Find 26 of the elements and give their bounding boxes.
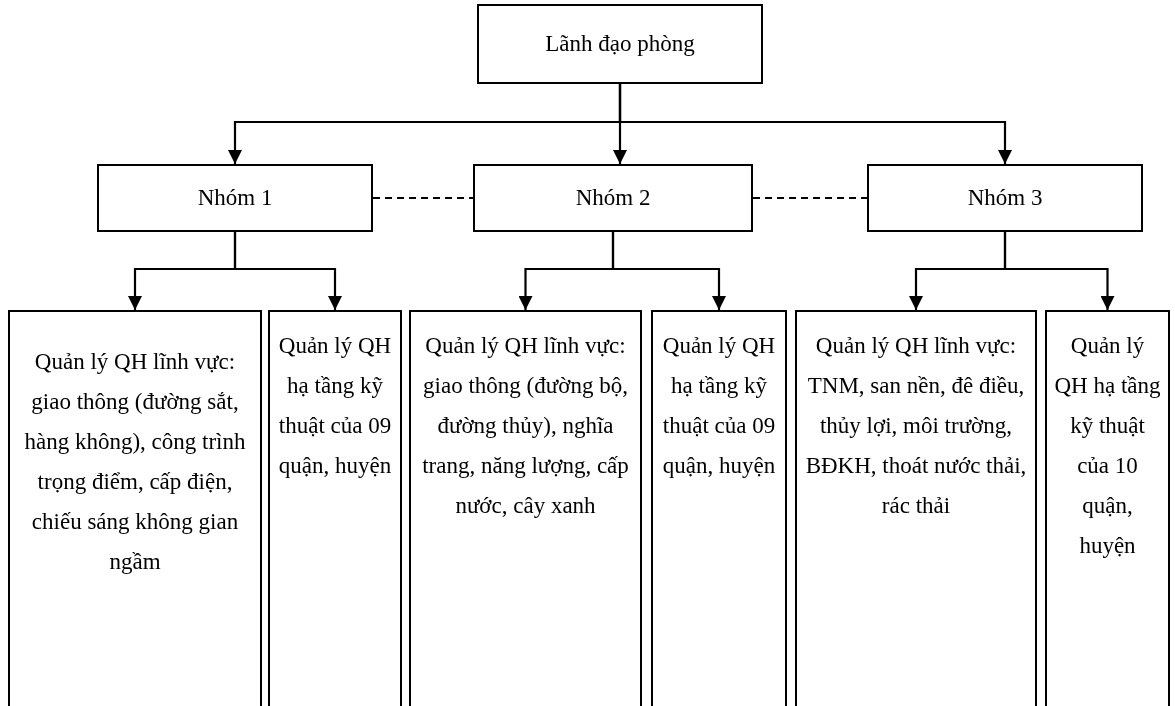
arrow xyxy=(1003,232,1115,310)
group-box xyxy=(477,4,763,84)
node-label: Quản lý QH hạ tầng kỹ thuật của 10 quận, huyện xyxy=(1053,332,1162,560)
text-box xyxy=(8,310,262,706)
node-label: Nhóm 3 xyxy=(967,184,1043,212)
node-label: Quản lý QH lĩnh vực: giao thông (đường bộ, đường thủy), nghĩa trang, năng lượng, cấp nước, cây xanh xyxy=(421,332,630,520)
group-box xyxy=(473,164,753,232)
arrow xyxy=(233,232,342,310)
arrow xyxy=(618,84,1012,164)
node-label: Nhóm 1 xyxy=(197,184,273,212)
node-label: Quản lý QH hạ tầng kỹ thuật của 09 quận, huyện xyxy=(277,332,393,480)
node-label: Quản lý QH lĩnh vực: TNM, san nền, đê điều, thủy lợi, môi trường, BĐKH, thoát nước thải, rác thải xyxy=(804,332,1028,520)
group-box xyxy=(97,164,373,232)
node-label: Quản lý QH lĩnh vực: giao thông (đường sắt, hàng không), công trình trọng điểm, cấp điện, chiếu sáng không gian ngầm xyxy=(23,348,247,576)
text-box xyxy=(268,310,402,706)
dashed-connector xyxy=(753,196,867,200)
node-label: Nhóm 2 xyxy=(575,184,651,212)
text-box xyxy=(409,310,642,706)
text-box xyxy=(1045,310,1170,706)
arrow xyxy=(611,232,726,310)
group-box xyxy=(867,164,1143,232)
dashed-connector xyxy=(373,196,473,200)
text-box xyxy=(795,310,1037,706)
node-label: Lãnh đạo phòng xyxy=(545,30,695,58)
node-label: Quản lý QH hạ tầng kỹ thuật của 09 quận, huyện xyxy=(661,332,777,480)
text-box xyxy=(651,310,787,706)
